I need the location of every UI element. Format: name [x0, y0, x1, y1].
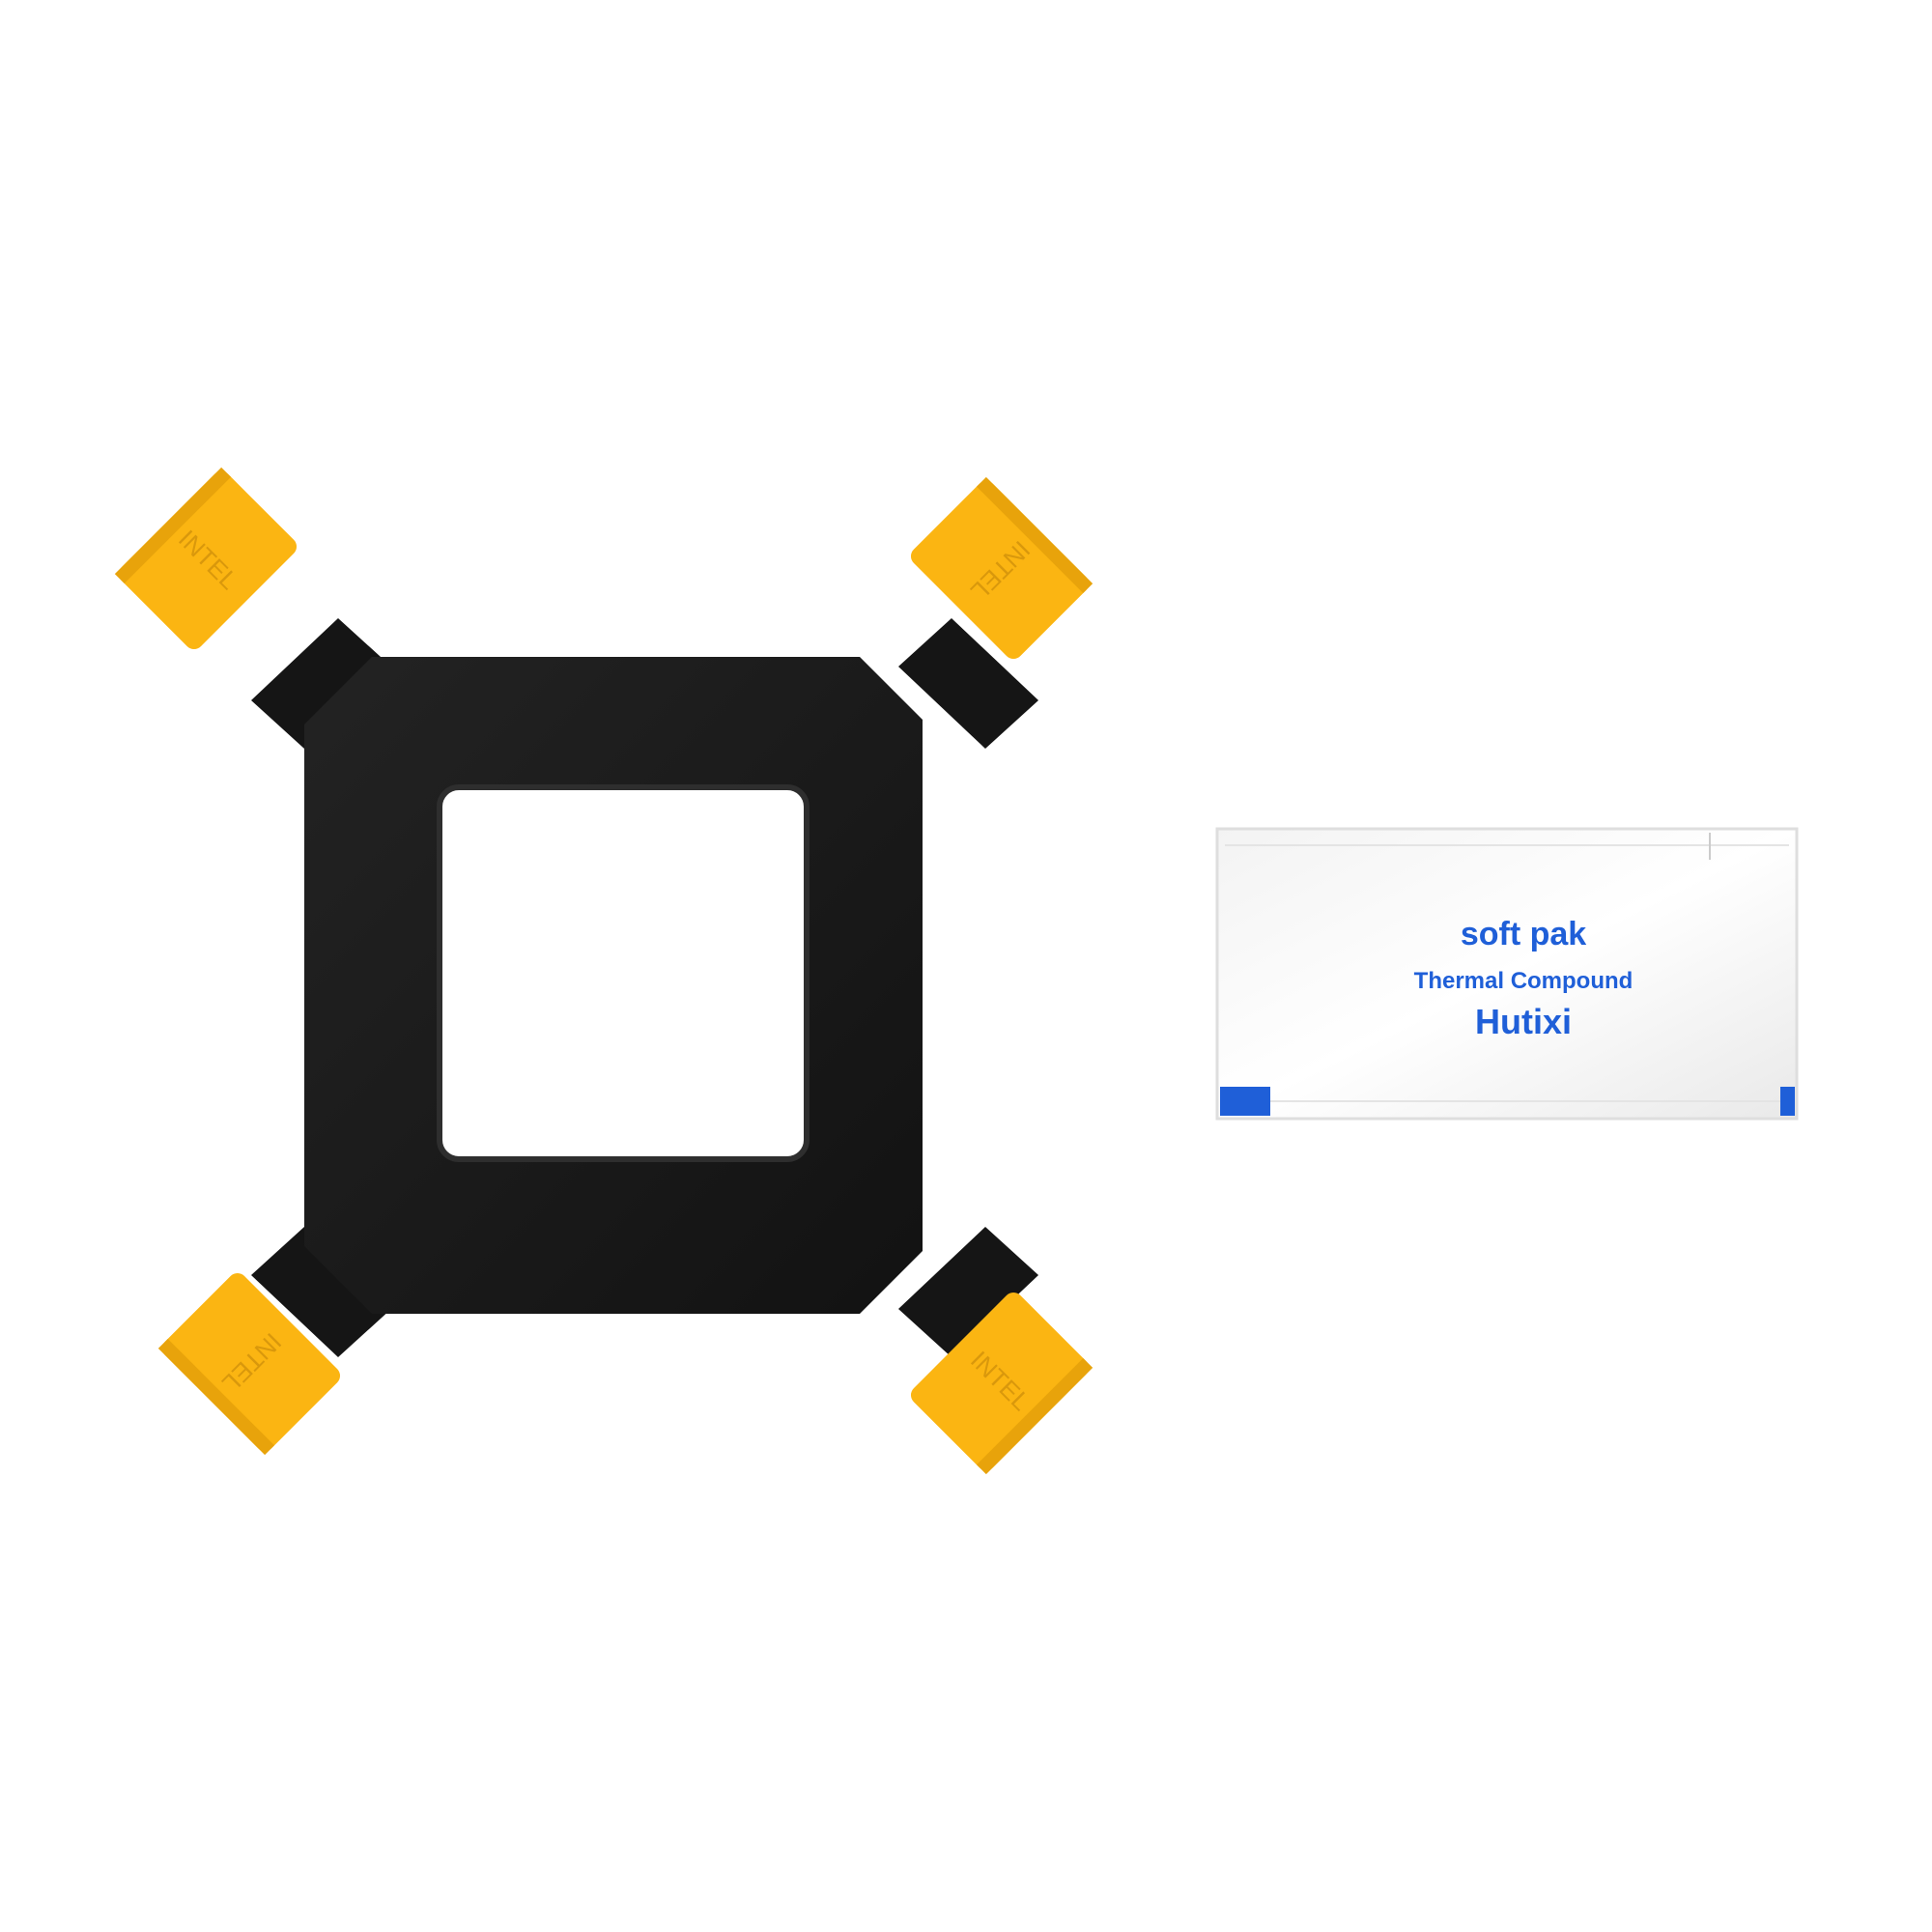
packet-line3: Hutixi: [1475, 1002, 1572, 1041]
bracket-plate: [304, 657, 923, 1314]
bracket-arm-top-right: [898, 618, 1038, 749]
packet-body: [1215, 827, 1799, 1121]
bracket-clip-top-right: INTEL: [910, 476, 1094, 660]
packet-line1: soft pak: [1461, 916, 1586, 952]
cpu-mounting-bracket: INTEL INTEL INTEL INTEL: [114, 467, 1094, 1475]
packet-line2: Thermal Compound: [1414, 968, 1634, 994]
thermal-paste-packet: soft pak Thermal Compound Hutixi: [1215, 827, 1799, 1121]
bracket-window-edge: [437, 784, 810, 1162]
bracket-arm-top-left: [251, 618, 391, 749]
bracket-arm-bottom-left: [251, 1227, 391, 1357]
bracket-clip-bottom-right: INTEL: [910, 1292, 1094, 1475]
bracket-clip-bottom-left: INTEL: [157, 1272, 341, 1456]
packet-stripe-right: [1780, 1087, 1795, 1116]
bracket-clip-top-left: INTEL: [114, 467, 298, 650]
bracket-arm-bottom-right: [898, 1227, 1038, 1357]
packet-stripe-left: [1220, 1087, 1270, 1116]
